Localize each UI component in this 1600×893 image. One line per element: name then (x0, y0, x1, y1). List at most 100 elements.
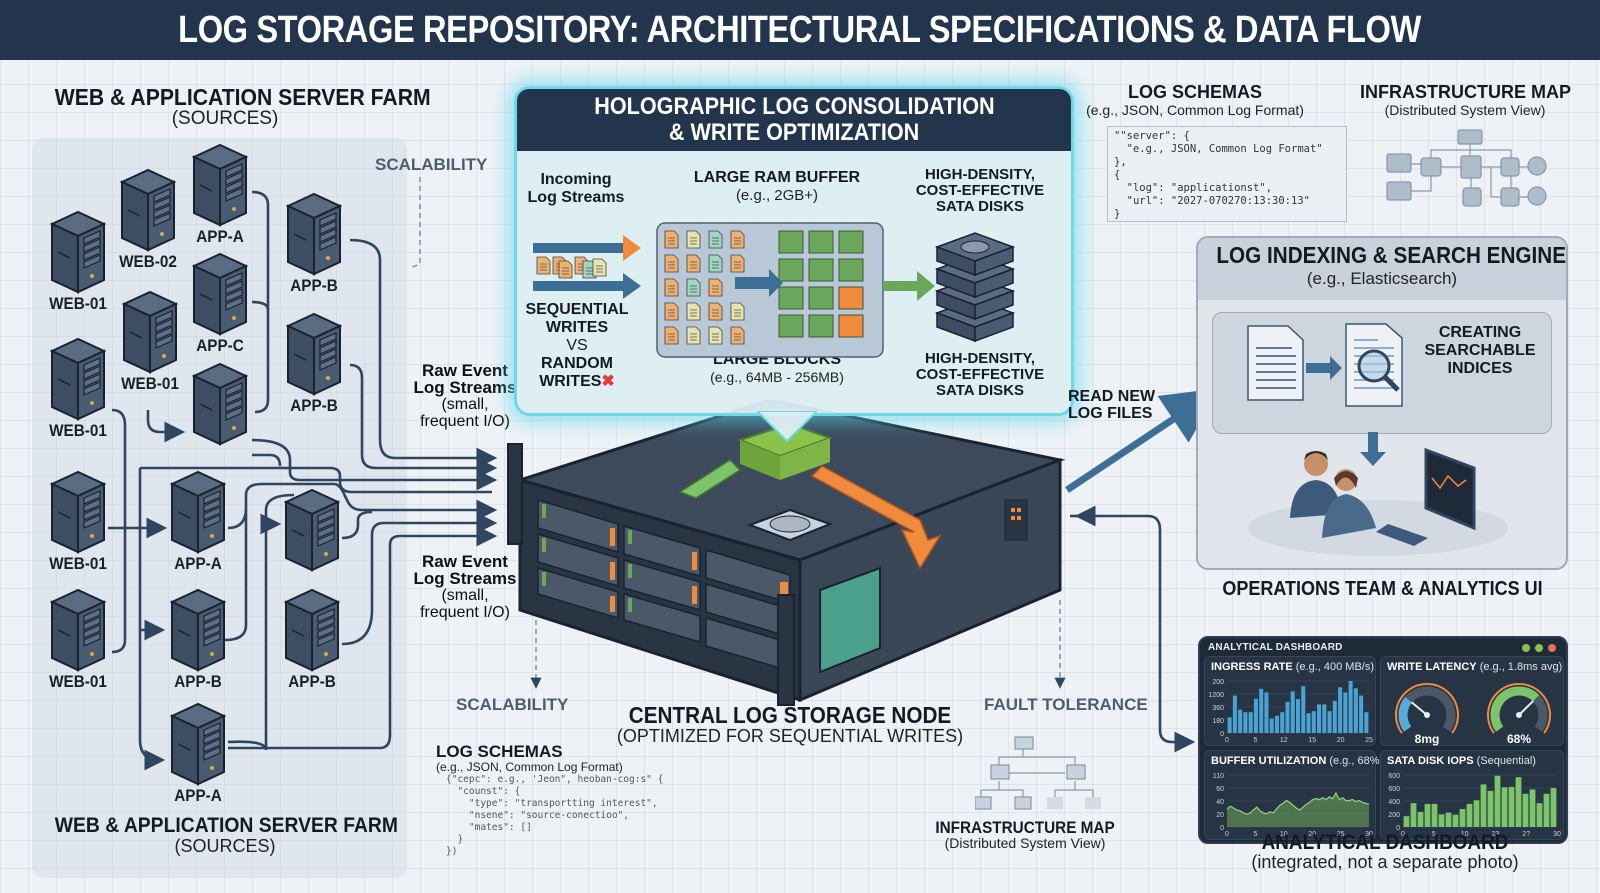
x-tick-label: 0 (1401, 831, 1405, 838)
sata-disks-label-bottom: HIGH-DENSITY, COST-EFFECTIVE SATA DISKS (905, 351, 1055, 399)
x-mark-icon: ✖ (601, 373, 615, 390)
incoming-line: Log Streams (527, 189, 625, 206)
stream-label-line: Log Streams (413, 378, 517, 397)
bar (1466, 803, 1473, 827)
server-tower-icon (191, 252, 249, 336)
server-node (48, 470, 108, 559)
log-file-icon (686, 230, 701, 249)
server-tower-icon (49, 210, 107, 294)
gauge-outer-ring (1487, 683, 1551, 734)
bar (1274, 715, 1279, 733)
central-storage-node (507, 400, 1066, 706)
disks-line: COST-EFFECTIVE (915, 366, 1045, 383)
schemas-top-subtitle: (e.g., JSON, Common Log Format) (1086, 102, 1304, 118)
seq-line: SEQUENTIAL (525, 301, 629, 318)
holo-title-line1: HOLOGRAPHIC LOG CONSOLIDATION (593, 93, 995, 120)
y-tick-label: 0 (1220, 731, 1224, 738)
server-label: APP-B (174, 672, 222, 691)
stream-arrow-bottom (533, 281, 628, 291)
stream-label-line: Log Streams (413, 569, 517, 588)
disk-platter-icon (960, 240, 990, 254)
bar (1248, 712, 1253, 733)
bar (1285, 701, 1290, 733)
log-file-icon (686, 302, 701, 321)
y-tick-label: 600 (1388, 773, 1400, 780)
holo-graphics (533, 222, 1016, 358)
gauge-needle (1518, 700, 1534, 716)
buffer-title: BUFFER UTILIZATION (e.g., 68%) (1211, 755, 1383, 767)
green-transfer-arrow (678, 459, 742, 499)
holo-pointer (757, 411, 817, 443)
farm-title-top: WEB & APPLICATION SERVER FARM (54, 84, 431, 110)
analytical-dashboard-window: ANALYTICAL DASHBOARD INGRESS RATE (e.g.,… (1198, 636, 1568, 844)
random-line: WRITES (539, 373, 602, 390)
down-arrow (1360, 432, 1386, 466)
server-node (48, 337, 108, 426)
random-line: RANDOM (541, 355, 613, 372)
bar (1280, 712, 1285, 733)
incoming-line: Incoming (540, 171, 612, 188)
ingress-title-note: (e.g., 400 MB/s) (1295, 661, 1375, 673)
bar (1508, 786, 1515, 827)
server-tower-icon (285, 192, 343, 276)
farm-subtitle-top: (SOURCES) (171, 108, 279, 129)
creating-line: CREATING (1438, 324, 1522, 341)
gauge-value-label: 68% (1507, 732, 1531, 746)
server-tower-icon (49, 588, 107, 672)
server-tower-icon (49, 470, 107, 554)
window-dot[interactable] (1522, 644, 1530, 652)
keyboard-icon (1376, 524, 1428, 546)
log-file-icon (558, 260, 573, 279)
monitor-icon (1424, 447, 1476, 531)
bar (1473, 800, 1480, 827)
orange-write-arrow (810, 465, 942, 570)
x-tick-label: 12 (1280, 737, 1288, 744)
search-index-document-icon (1345, 323, 1403, 407)
schemas-top-code: ""server": { "e.g., JSON, Common Log For… (1107, 126, 1347, 222)
gauge-track (1398, 686, 1456, 732)
server-label: WEB-01 (49, 421, 107, 440)
log-file-icon (592, 258, 607, 277)
log-file-icon (708, 278, 723, 297)
server-node (190, 143, 250, 232)
server-label: WEB-01 (49, 554, 107, 573)
holographic-consolidation-panel: HOLOGRAPHIC LOG CONSOLIDATION & WRITE OP… (514, 86, 1074, 443)
window-dot[interactable] (1535, 644, 1543, 652)
sata-disks-label-top: HIGH-DENSITY, COST-EFFECTIVE SATA DISKS (905, 167, 1055, 215)
log-indexing-panel: LOG INDEXING & SEARCH ENGINE (e.g., Elas… (1196, 236, 1568, 570)
x-tick-label: 5 (1253, 737, 1257, 744)
server-label: APP-B (290, 276, 338, 295)
x-tick-label: 15 (1308, 737, 1316, 744)
infra-map-diagram-bottom (975, 736, 1101, 810)
bar (1253, 698, 1258, 733)
y-tick-label: 0 (1396, 825, 1400, 832)
server-label: APP-A (174, 786, 222, 805)
bar (1353, 688, 1358, 733)
bar (1452, 814, 1459, 827)
bar (1306, 713, 1311, 733)
server-node (168, 702, 228, 791)
log-file-icon (686, 278, 701, 297)
bar (1529, 789, 1536, 827)
y-tick-label: 60 (1216, 786, 1224, 793)
bar (1290, 691, 1295, 733)
raw-event-streams-label-bottom: Raw Event Log Streams (small, frequent I… (410, 553, 520, 621)
page-header: LOG STORAGE REPOSITORY: ARCHITECTURAL SP… (0, 0, 1600, 60)
data-block (808, 230, 834, 254)
window-controls (1522, 644, 1556, 652)
log-file-icon (664, 254, 679, 273)
bar (1550, 788, 1557, 827)
bar (1238, 709, 1243, 733)
holo-header: HOLOGRAPHIC LOG CONSOLIDATION & WRITE OP… (517, 89, 1071, 151)
window-dot[interactable] (1548, 644, 1556, 652)
server-tower-icon (169, 702, 227, 786)
raw-event-streams-label-top: Raw Event Log Streams (small, frequent I… (410, 362, 520, 430)
server-tower-icon (169, 588, 227, 672)
gauge-needle (1410, 701, 1428, 716)
server-label: WEB-01 (121, 374, 179, 393)
server-tower-icon (285, 312, 343, 396)
central-node-title: CENTRAL LOG STORAGE NODE (628, 702, 952, 728)
